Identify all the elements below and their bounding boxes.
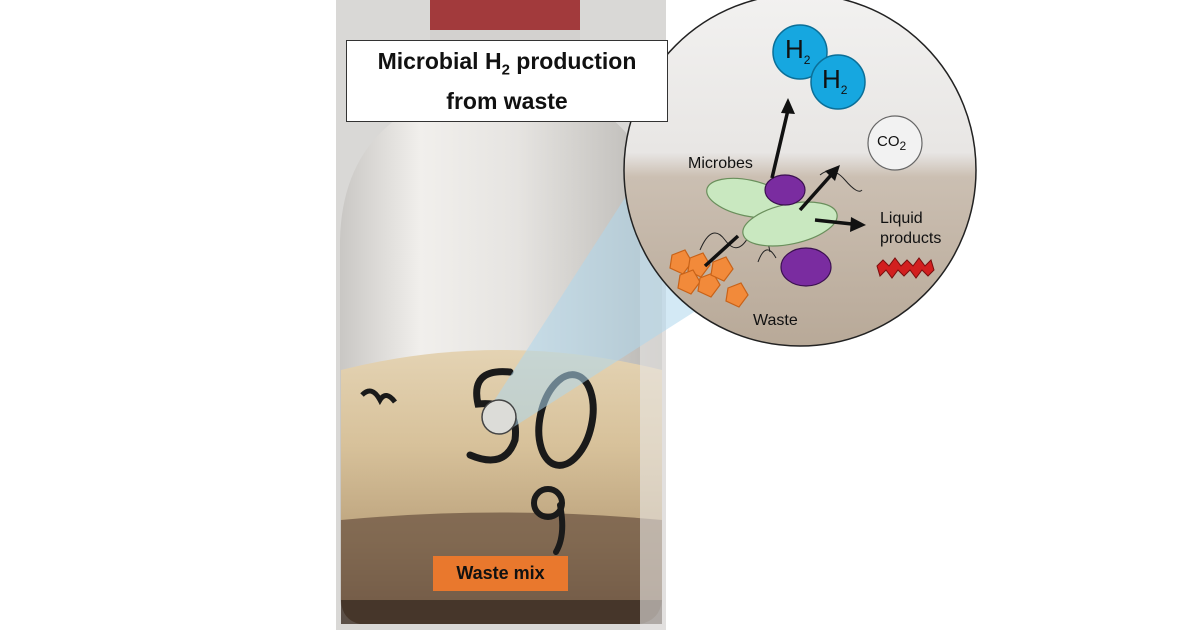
- liquid-products: [876, 257, 935, 279]
- waste-particles: [669, 249, 749, 308]
- h2-label-top: H2: [785, 34, 811, 68]
- title-line-2: from waste: [446, 87, 568, 114]
- zoom-origin: [481, 399, 517, 435]
- title-box: Microbial H2 production from waste: [346, 40, 668, 122]
- h2-molecule: [772, 24, 828, 80]
- h2-label-bottom: H2: [822, 64, 848, 98]
- microbe: [764, 174, 806, 206]
- microbes-label: Microbes: [688, 155, 753, 172]
- liquid-label-line-1: Liquid: [880, 210, 923, 227]
- h2-molecule: [810, 54, 866, 110]
- liquid-label-line-2: products: [880, 230, 942, 247]
- co2-molecule: [867, 115, 923, 171]
- microbe: [780, 247, 832, 287]
- waste-label: Waste: [753, 312, 798, 329]
- waste-mix-label: Waste mix: [433, 556, 568, 591]
- inset-circle: [623, 0, 977, 347]
- title-line-1: Microbial H2 production: [377, 48, 637, 79]
- co2-label: CO2: [877, 133, 907, 153]
